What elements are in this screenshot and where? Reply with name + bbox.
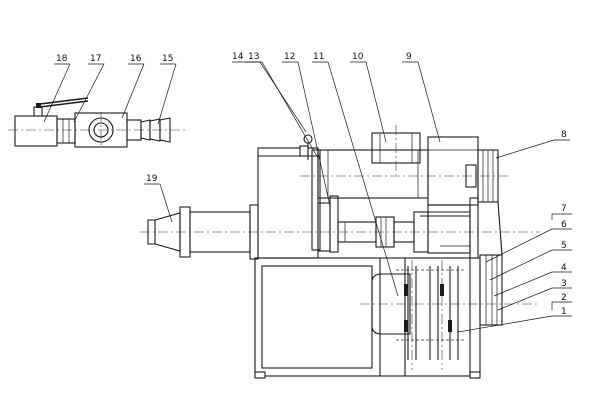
valve-subassembly [8, 97, 188, 148]
main-housing [257, 125, 510, 259]
callout-7: 7 [561, 204, 567, 214]
callout-3: 3 [561, 279, 567, 289]
base-frame [254, 201, 540, 379]
leader-lines [43, 61, 572, 333]
callout-4: 4 [561, 263, 567, 273]
motor-outline [371, 273, 411, 335]
callout-16: 16 [130, 54, 142, 64]
callout-1: 1 [561, 307, 567, 317]
callout-19: 19 [146, 174, 158, 184]
lower-pulley [479, 254, 503, 326]
callout-6: 6 [561, 220, 567, 230]
pulley-housing-9 [427, 136, 479, 206]
callout-2: 2 [561, 293, 567, 303]
inlet-funnel-19 [140, 204, 540, 260]
callout-8: 8 [561, 130, 567, 140]
callout-18: 18 [56, 54, 68, 64]
callout-15: 15 [162, 54, 173, 64]
callout-12: 12 [284, 52, 295, 62]
callout-14: 14 [232, 52, 244, 62]
callout-13: 13 [248, 52, 259, 62]
callout-9: 9 [406, 52, 412, 62]
callout-17: 17 [90, 54, 101, 64]
callout-10: 10 [352, 52, 364, 62]
callout-labels: 18 17 16 15 19 14 13 12 11 10 9 8 7 6 5 … [56, 52, 567, 317]
coupling-17 [56, 118, 76, 144]
valve-handle [39, 100, 89, 108]
callout-11: 11 [313, 52, 324, 62]
valve-body-18 [14, 115, 58, 147]
callout-5: 5 [561, 241, 567, 251]
